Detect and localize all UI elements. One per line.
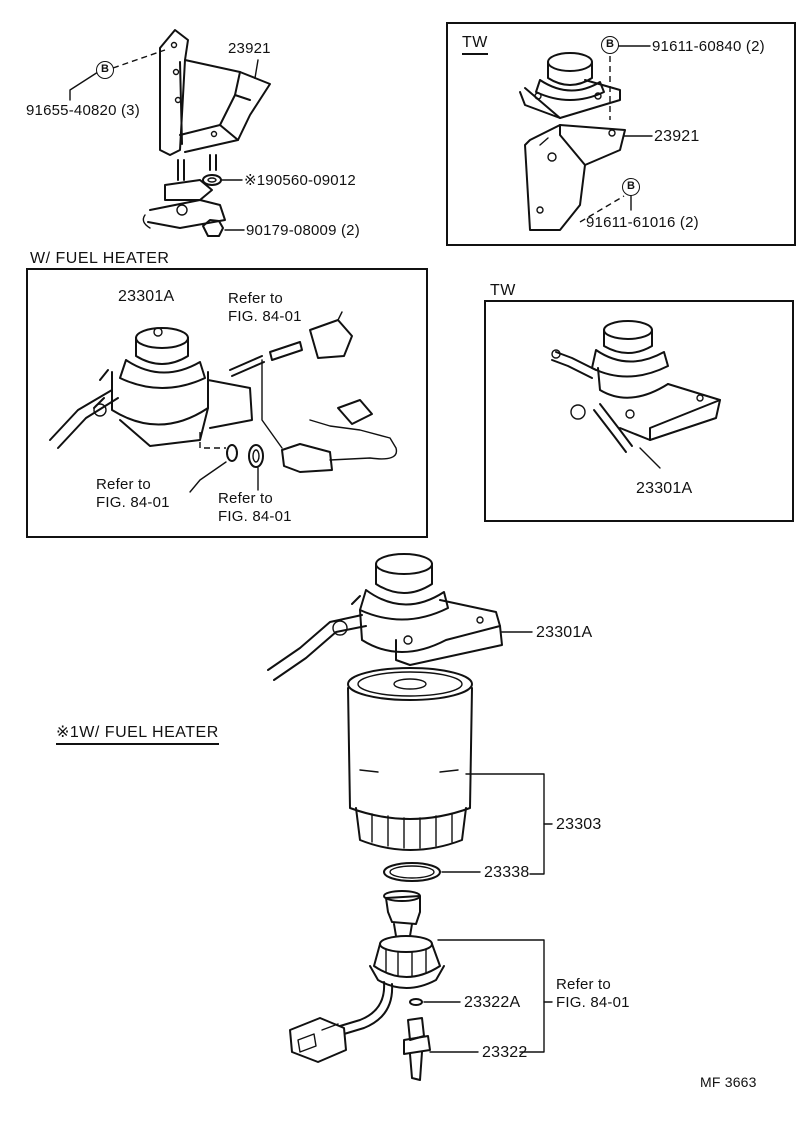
tw-top-frame: [446, 22, 796, 246]
ref-mid-line-1: Refer to: [218, 490, 273, 507]
part-number-washer: ※190560-09012: [244, 172, 356, 189]
tw-pump-drawing: [551, 320, 721, 469]
tw-bracket-drawing: [519, 45, 653, 231]
ref-mid-line-2: FIG. 84-01: [218, 508, 292, 525]
ref-left-line-2: FIG. 84-01: [96, 494, 170, 511]
part-number-tw-bolt-1: 91611-60840 (2): [652, 38, 765, 55]
part-number-bolt: 91655-40820 (3): [26, 102, 140, 119]
tw-top-header: TW: [462, 34, 488, 55]
part-number-sensor: 23322: [482, 1044, 528, 1061]
tw-mid-header: TW: [490, 282, 516, 299]
bolt-marker-b-tw-1: B: [601, 36, 619, 54]
part-number-oring-small: 23322A: [464, 994, 521, 1011]
bracket-assembly-drawing: [69, 29, 271, 237]
ref-main-line-1: Refer to: [556, 976, 611, 993]
ref-main-line-2: FIG. 84-01: [556, 994, 630, 1011]
fuel-heater-header: W/ FUEL HEATER: [30, 250, 170, 267]
part-number-bracket: 23921: [228, 40, 271, 57]
part-number-main-pump: 23301A: [536, 624, 593, 641]
ref-top-line-2: FIG. 84-01: [228, 308, 302, 325]
fuel-heater-pump-drawing: [49, 311, 398, 493]
fuel-heater-frame: [26, 268, 428, 538]
part-number-tw-pump: 23301A: [636, 480, 693, 497]
ref-top-line-1: Refer to: [228, 290, 283, 307]
tw-mid-frame: [484, 300, 794, 522]
ref-left-line-1: Refer to: [96, 476, 151, 493]
part-number-tw-bolt-2: 91611-61016 (2): [586, 214, 699, 231]
part-number-heater-pump: 23301A: [118, 288, 175, 305]
fuel-filter-assembly-drawing: [267, 553, 553, 1081]
part-number-tw-bracket: 23921: [654, 128, 700, 145]
part-number-oring: 23338: [484, 864, 530, 881]
fuel-heater-note: ※1W/ FUEL HEATER: [56, 724, 219, 745]
part-number-nut: 90179-08009 (2): [246, 222, 360, 239]
figure-code: MF 3663: [700, 1074, 757, 1090]
bolt-marker-b-top-left: B: [96, 61, 114, 79]
part-number-filter: 23303: [556, 816, 602, 833]
bolt-marker-b-tw-2: B: [622, 178, 640, 196]
